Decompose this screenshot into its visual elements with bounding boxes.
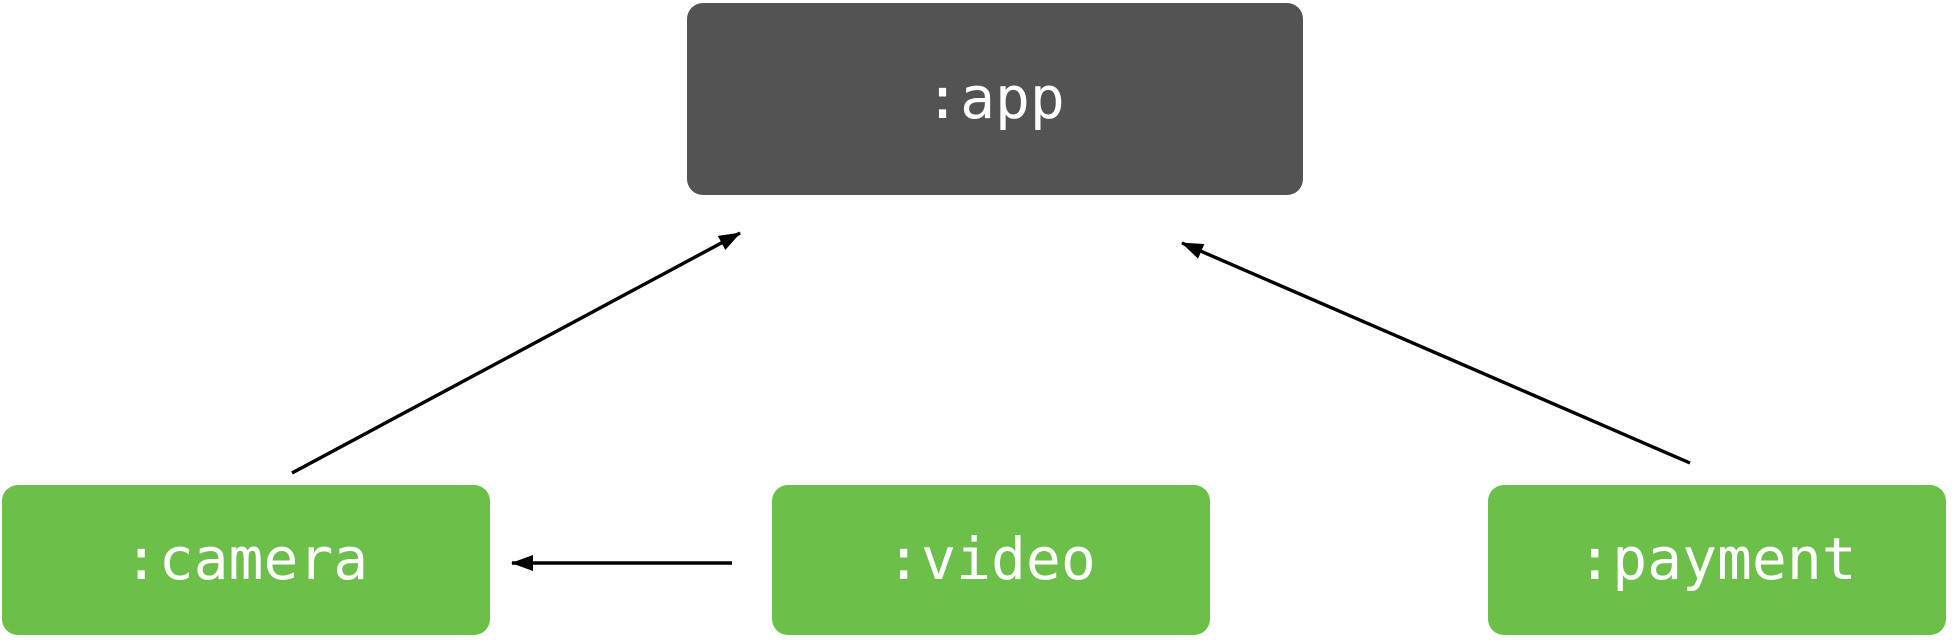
node-app: :app xyxy=(687,3,1303,195)
node-video-label: :video xyxy=(886,525,1096,594)
edge-camera-to-app-arrow xyxy=(291,231,741,475)
node-payment-label: :payment xyxy=(1577,525,1857,594)
edge-payment-to-app-arrow xyxy=(1181,241,1691,465)
node-video: :video xyxy=(772,485,1210,635)
node-app-label: :app xyxy=(925,64,1065,133)
node-payment: :payment xyxy=(1488,485,1946,635)
node-camera: :camera xyxy=(2,485,490,635)
node-camera-label: :camera xyxy=(123,525,369,594)
